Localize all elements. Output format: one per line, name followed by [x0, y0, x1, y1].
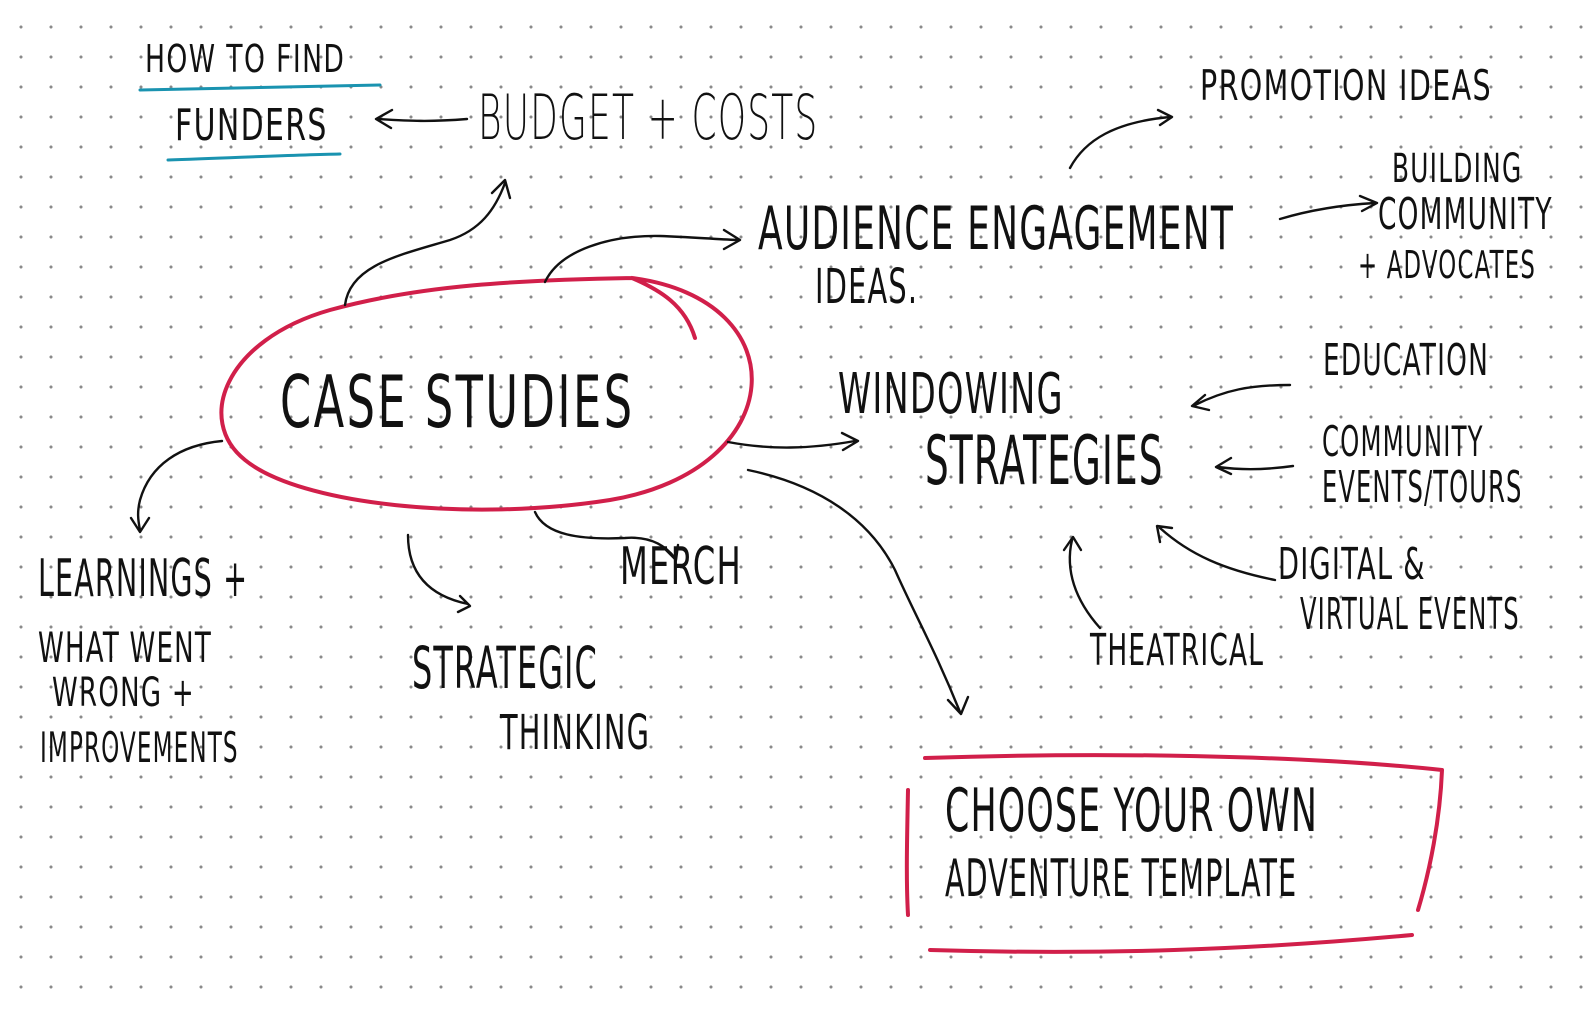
arrow-theatrical-to-windowing	[1062, 535, 1102, 630]
learnings-label-line2: WHAT WENT	[38, 623, 213, 672]
digital-label-line2: VIRTUAL EVENTS	[1300, 589, 1520, 640]
strategic-label-line1: STRATEGIC	[412, 634, 598, 702]
merch-label: MERCH	[620, 537, 742, 597]
arrow-budget-to-funders	[374, 108, 469, 130]
learnings-label-line3: WRONG +	[52, 670, 195, 716]
arrow-digital-to-windowing	[1155, 524, 1277, 582]
promotion-label: PROMOTION IDEAS	[1200, 61, 1492, 110]
audience-label-line2: IDEAS.	[815, 259, 919, 315]
building-label-line1: BUILDING	[1392, 146, 1523, 192]
arrow-central-to-windowing	[726, 431, 860, 452]
building-label-line2: COMMUNITY	[1378, 189, 1553, 240]
template-box	[904, 753, 1444, 954]
arrow-audience-to-building	[1278, 194, 1379, 221]
windowing-label-line2: STRATEGIES	[925, 422, 1164, 501]
template-label-line1: CHOOSE YOUR OWN	[945, 776, 1319, 846]
arrow-central-to-merch	[533, 510, 680, 562]
central-node-label: CASE STUDIES	[280, 360, 635, 444]
community-events-label-line1: COMMUNITY	[1322, 417, 1484, 466]
arrow-audience-to-promotion	[1068, 108, 1174, 170]
arrow-education-to-windowing	[1190, 383, 1292, 412]
arrow-community-to-windowing	[1214, 456, 1295, 476]
central-ellipse	[219, 276, 754, 512]
arrow-central-to-audience	[543, 228, 742, 284]
building-label-line3: + ADVOCATES	[1358, 243, 1537, 287]
theatrical-label: THEATRICAL	[1090, 625, 1265, 676]
learnings-label-line4: IMPROVEMENTS	[40, 723, 239, 772]
funders-underline	[166, 152, 342, 162]
how-to-find-label: HOW TO FIND	[145, 37, 346, 81]
learnings-label-line1: LEARNINGS +	[38, 549, 249, 609]
education-label: EDUCATION	[1323, 335, 1490, 386]
digital-label-line1: DIGITAL &	[1278, 539, 1426, 590]
community-events-label-line2: EVENTS/TOURS	[1322, 462, 1523, 513]
windowing-label-line1: WINDOWING	[838, 362, 1064, 427]
arrow-central-to-strategic	[406, 533, 472, 614]
arrow-central-to-budget	[343, 178, 512, 307]
arrow-central-to-template	[746, 468, 970, 716]
audience-label-line1: AUDIENCE ENGAGEMENT	[758, 194, 1235, 264]
template-label-line2: ADVENTURE TEMPLATE	[945, 849, 1298, 909]
funders-label: FUNDERS	[175, 100, 328, 151]
how-to-find-underline	[138, 83, 382, 92]
arrow-central-to-learnings	[129, 439, 224, 534]
budget-label: BUDGET + COSTS	[478, 81, 819, 154]
strategic-label-line2: THINKING	[500, 705, 651, 761]
